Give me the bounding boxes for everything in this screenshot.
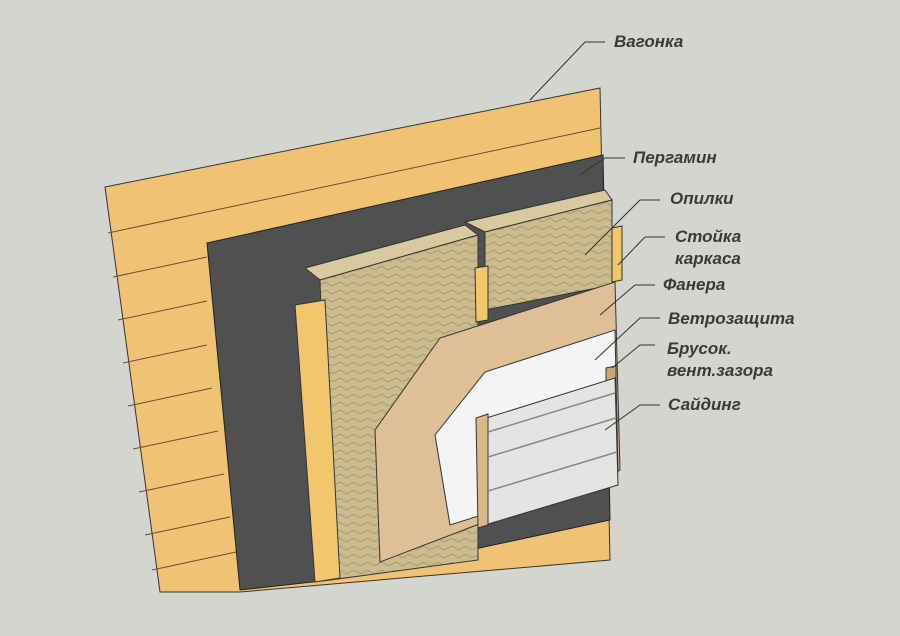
- label-brusok-line2: вент.зазора: [667, 361, 773, 380]
- label-stoika-line2: каркаса: [675, 249, 741, 268]
- label-stoika-line1: Стойка: [675, 227, 742, 246]
- leader-lines: [529, 41, 665, 431]
- label-sayding: Сайдинг: [668, 395, 741, 414]
- label-pergamin: Пергамин: [633, 148, 717, 167]
- label-fanera: Фанера: [663, 275, 726, 294]
- label-opilki: Опилки: [670, 189, 734, 208]
- label-vagonka: Вагонка: [614, 32, 684, 51]
- frame-posts: [294, 225, 623, 583]
- label-vetrozaschita: Ветрозащита: [668, 309, 795, 328]
- label-brusok-line1: Брусок.: [667, 339, 732, 358]
- siding-layer: [475, 377, 619, 529]
